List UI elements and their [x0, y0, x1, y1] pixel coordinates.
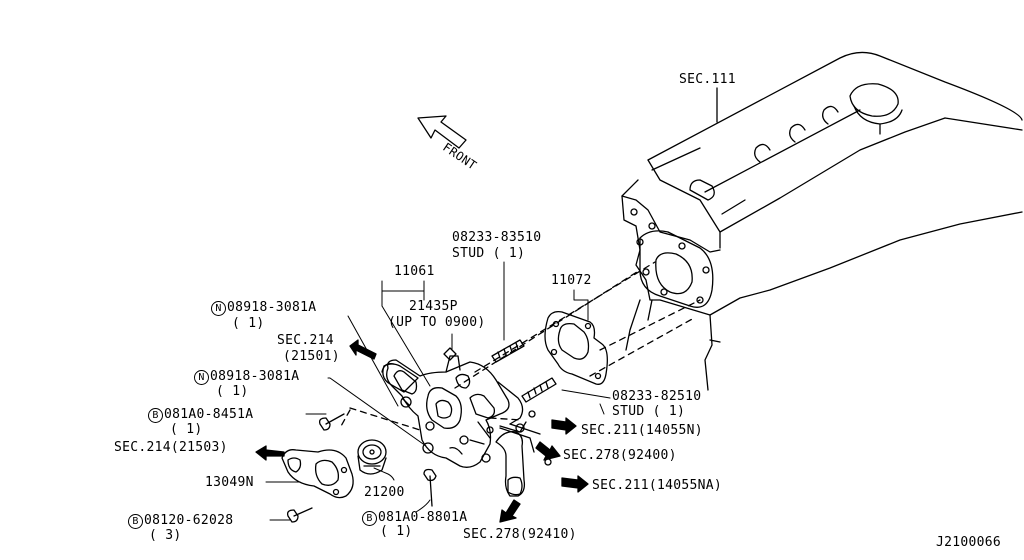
n-badge-icon: N: [211, 301, 226, 316]
bolt-n1: [400, 396, 412, 408]
label-sec211-b: SEC.211(14055NA): [592, 478, 723, 493]
label-b3-part: 081A0-8801A: [378, 510, 468, 525]
label-b2-part: 08120-62028: [144, 513, 234, 528]
bolt-b2: [286, 507, 313, 523]
label-sec211-a: SEC.211(14055N): [581, 423, 703, 438]
arrow-sec211-14055na-icon: [561, 475, 589, 493]
label-21435p: 21435P: [409, 299, 458, 314]
label-13049n: 13049N: [205, 475, 254, 490]
label-sec278-b: SEC.278(92400): [563, 448, 677, 463]
b-badge-icon: B: [148, 408, 163, 423]
label-sec214-a: SEC.214: [277, 333, 334, 348]
label-n1-qty: ( 1): [232, 316, 265, 331]
n-badge-icon: N: [194, 370, 209, 385]
label-sec214-b: SEC.214(21503): [114, 440, 228, 455]
arrow-sec214-21503-icon: [255, 445, 285, 461]
stud-08233-82510: [521, 377, 557, 403]
arrow-sec214-21501-icon: [349, 339, 377, 360]
label-n2-part: 08918-3081A: [210, 369, 300, 384]
label-11061: 11061: [394, 264, 435, 279]
water-outlet-11061: [386, 355, 552, 497]
label-stud2-part: 08233-82510: [612, 389, 702, 404]
engine-head-cover: [647, 51, 1023, 249]
part-21435p-icon: [443, 347, 457, 361]
label-sec-111: SEC.111: [679, 72, 736, 87]
pipe-connector-21501: [381, 363, 419, 393]
label-n2-qty: ( 1): [216, 384, 249, 399]
label-21200: 21200: [364, 485, 405, 500]
leader-lines: [265, 261, 611, 521]
label-b1-qty: ( 1): [170, 422, 203, 437]
front-arrow-icon: [417, 115, 467, 149]
bolt-b3: [423, 468, 437, 507]
label-stud1-desc: STUD ( 1): [452, 246, 526, 261]
label-n1-part: 08918-3081A: [227, 300, 317, 315]
stud-08233-83510: [491, 339, 525, 363]
label-sec214-a-ref: (21501): [283, 349, 340, 364]
direction-arrows: [255, 339, 589, 523]
thermostat-21200: [357, 439, 387, 475]
diagram-id: J2100066: [936, 535, 1002, 550]
label-b1-part: 081A0-8451A: [164, 407, 254, 422]
label-21435p-note: (UP TO 0900): [388, 315, 486, 330]
b-badge-icon: B: [362, 511, 377, 526]
arrow-sec211-14055n-icon: [551, 417, 577, 435]
water-inlet-13049n: [281, 449, 354, 499]
bolt-b1: [318, 413, 345, 431]
engine-cylinder-head: [621, 179, 1023, 391]
label-stud2-desc: STUD ( 1): [612, 404, 686, 419]
b-badge-icon: B: [128, 514, 143, 529]
arrow-sec278-92400-icon: [535, 441, 561, 461]
label-11072: 11072: [551, 273, 592, 288]
label-b3-qty: ( 1): [380, 524, 413, 539]
bolt-n2: [422, 442, 434, 454]
label-stud1-part: 08233-83510: [452, 230, 542, 245]
arrow-sec278-92410-icon: [499, 499, 521, 523]
label-b2-qty: ( 3): [149, 528, 182, 543]
label-sec278-a: SEC.278(92410): [463, 527, 577, 542]
gasket-11072: [544, 310, 608, 385]
